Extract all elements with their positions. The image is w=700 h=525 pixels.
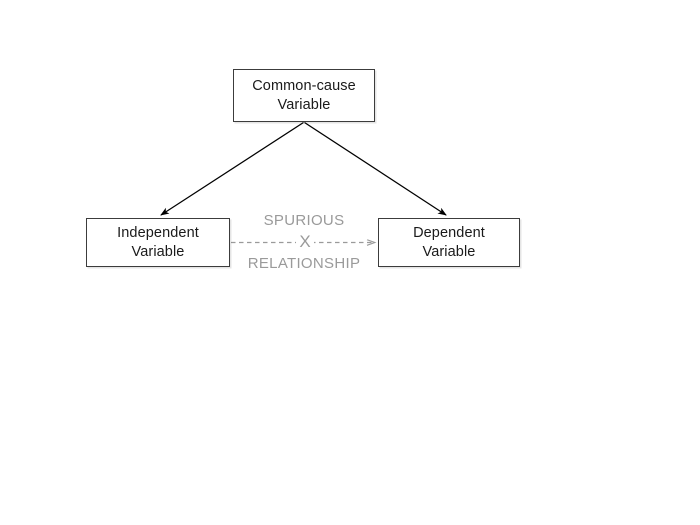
node-dependent-variable[interactable]: Dependent Variable — [378, 218, 520, 267]
edge-common-to-dependent — [304, 121, 447, 216]
edge-caption-relationship: RELATIONSHIP — [247, 255, 361, 272]
edge-caption-spurious: SPURIOUS — [263, 212, 345, 229]
cross-out-x-icon: X — [296, 232, 314, 252]
edge-common-to-independent — [160, 121, 304, 216]
node-common-cause-variable[interactable]: Common-cause Variable — [233, 69, 375, 122]
node-independent-variable[interactable]: Independent Variable — [86, 218, 230, 267]
node-dependent-variable-label: Dependent Variable — [413, 224, 485, 260]
node-common-cause-variable-label: Common-cause Variable — [252, 77, 356, 113]
node-independent-variable-label: Independent Variable — [117, 224, 199, 260]
